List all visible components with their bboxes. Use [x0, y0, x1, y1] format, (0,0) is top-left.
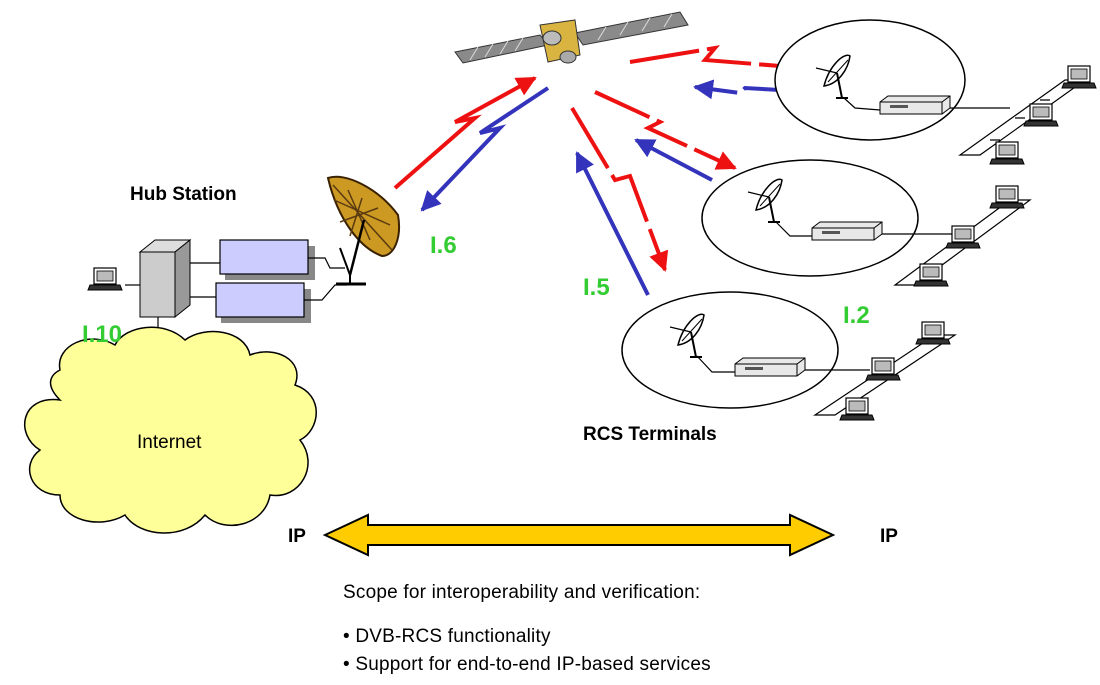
rcs-modem-icon	[734, 357, 806, 377]
scope-title: Scope for interoperability and verificat…	[343, 582, 701, 603]
satellite-icon	[454, 11, 689, 64]
hub-gateway-units	[190, 239, 347, 323]
laptop-icon	[945, 225, 981, 249]
laptop-icon	[915, 321, 951, 345]
internet-cloud	[24, 326, 317, 534]
internet-label: Internet	[137, 432, 202, 453]
laptop-icon	[839, 397, 875, 421]
ip-left-label: IP	[288, 526, 306, 547]
hub-server-icon	[125, 238, 192, 352]
terminal-forward-links	[570, 45, 807, 272]
hub-dish-icon	[326, 175, 400, 286]
hub-station-label: Hub Station	[130, 184, 237, 205]
rcs-terminals-label: RCS Terminals	[583, 424, 717, 445]
ip-double-arrow	[322, 513, 836, 557]
scope-text-block: Scope for interoperability and verificat…	[343, 582, 711, 682]
scope-bullet-ip-services: • Support for end-to-end IP-based servic…	[343, 654, 711, 675]
scope-bullet-dvb-rcs: • DVB-RCS functionality	[343, 626, 551, 647]
rcs-terminal-group-3	[621, 291, 957, 421]
ip-right-label: IP	[880, 526, 898, 547]
rcs-modem-icon	[811, 221, 883, 241]
interface-i5-label: I.5	[583, 274, 610, 301]
terminal-return-links	[575, 79, 799, 296]
interface-i2-label: I.2	[843, 302, 870, 329]
laptop-icon	[989, 185, 1025, 209]
rcs-modem-icon	[879, 95, 951, 115]
laptop-icon	[1061, 65, 1097, 89]
laptop-icon	[989, 141, 1025, 165]
interface-i6-label: I.6	[430, 232, 457, 259]
rcs-terminal-group-2	[701, 159, 1032, 287]
interface-i10-label: I.10	[82, 321, 122, 348]
hub-forward-uplink	[393, 76, 537, 190]
laptop-icon	[1023, 103, 1059, 127]
hub-laptop-icon	[87, 267, 123, 291]
hub-return-downlink	[420, 86, 550, 212]
rcs-terminal-group-1	[774, 19, 1097, 165]
